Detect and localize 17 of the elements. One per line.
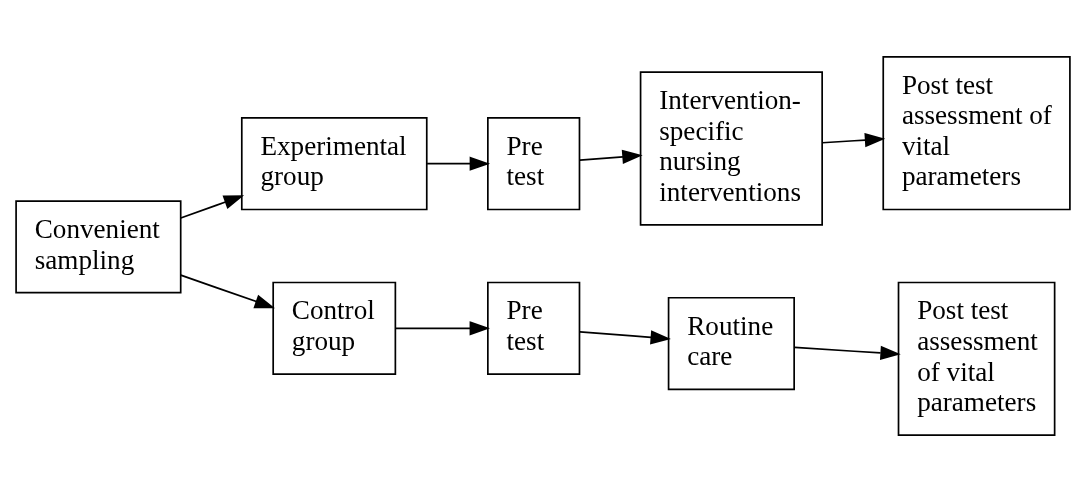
- node-box: Pre test: [487, 116, 581, 210]
- arrow: [179, 194, 245, 219]
- node-box: Experimental group: [240, 116, 428, 210]
- arrow: [821, 132, 886, 147]
- arrow: [579, 149, 643, 164]
- node-box: Pre test: [487, 281, 581, 375]
- node-box: Control group: [272, 281, 397, 375]
- arrow: [579, 329, 671, 344]
- node-box: Post test assessment of vital parameters: [882, 55, 1071, 210]
- node-box: Routine care: [667, 296, 795, 390]
- node-box: Intervention-specific nursing interventions: [639, 70, 823, 226]
- arrow: [426, 156, 491, 171]
- arrow: [395, 320, 490, 335]
- arrow: [793, 345, 901, 360]
- node-box: Post test assessment of vital parameters: [897, 281, 1056, 436]
- node-box: Convenient sampling: [15, 199, 182, 294]
- arrow: [179, 273, 275, 308]
